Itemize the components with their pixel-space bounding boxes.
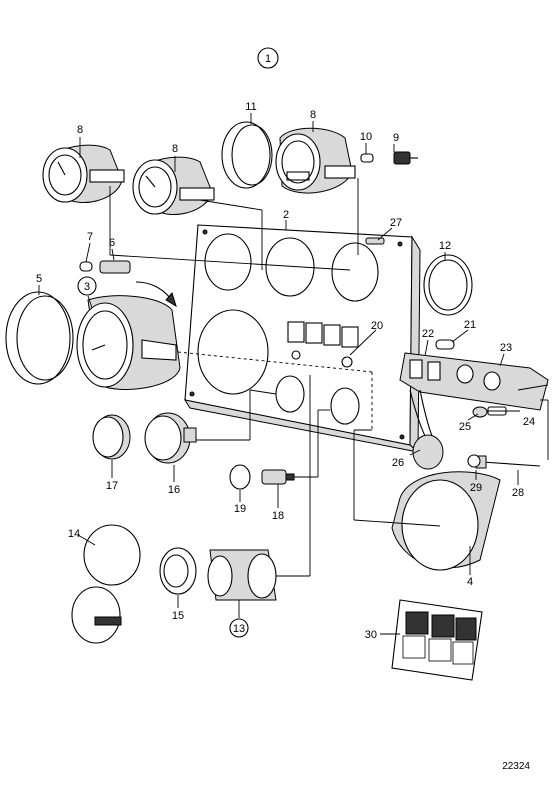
callout-16: 16 [168, 484, 180, 496]
bulb-top [360, 153, 374, 163]
bulb-left [79, 261, 93, 272]
callout-6: 6 [109, 237, 115, 249]
push-switch [261, 469, 295, 485]
long-bolt [475, 455, 541, 469]
callout-23: 23 [500, 342, 512, 354]
callout-14: 14 [68, 528, 80, 540]
bulb-socket-top [393, 151, 418, 165]
gauge-center-left [132, 156, 215, 215]
callout-17: 17 [106, 480, 118, 492]
buzzer [144, 412, 197, 464]
callout-8-right: 8 [310, 109, 316, 121]
callout-11: 11 [245, 101, 256, 113]
callout-2: 2 [283, 209, 289, 221]
callout-25: 25 [459, 421, 471, 433]
gauge-center-right [275, 127, 356, 194]
callout-30: 30 [365, 629, 377, 641]
callout-12: 12 [439, 240, 451, 252]
callout-29: 29 [470, 482, 482, 494]
callout-8-center: 8 [172, 143, 178, 155]
callout-5: 5 [36, 273, 42, 285]
leader-lines [38, 113, 549, 635]
lamp [435, 339, 455, 350]
assembly-arrow [135, 281, 171, 299]
callout-27: 27 [390, 217, 402, 229]
screw-top [365, 237, 385, 245]
callout-labels: 8 8 8 11 10 9 2 27 12 7 6 5 3 20 21 22 2… [36, 101, 535, 641]
callout-13-circle [229, 618, 249, 638]
bezel-ring-large [5, 291, 74, 385]
callout-20: 20 [371, 320, 383, 332]
callout-21: 21 [464, 319, 476, 331]
connector [409, 389, 444, 470]
ignition-switch [207, 549, 277, 601]
bulb-socket-left [99, 260, 131, 274]
callout-4: 4 [467, 576, 473, 588]
decal-sign [391, 599, 483, 681]
ring-right [423, 254, 473, 316]
callout-26: 26 [392, 457, 404, 469]
reference-number: 22324 [502, 761, 530, 772]
knob [229, 464, 251, 490]
callout-3: 3 [84, 281, 90, 293]
instrument-panel [183, 224, 421, 454]
key-switch-cover [71, 524, 141, 644]
callout-24: 24 [523, 416, 535, 428]
callout-7: 7 [87, 231, 93, 243]
callout-15: 15 [172, 610, 184, 622]
tachometer [76, 295, 181, 391]
washer-lower [467, 454, 481, 468]
callout-18: 18 [272, 510, 284, 522]
panel-cover [391, 471, 501, 571]
callout-8-left: 8 [77, 124, 83, 136]
cover-cap [92, 414, 131, 460]
assembly-arrow-head [165, 291, 177, 308]
gauge-left [42, 144, 125, 203]
switch-module [399, 352, 549, 411]
callout-9: 9 [393, 132, 399, 144]
bezel-ring-top [221, 121, 273, 189]
callout-13: 13 [233, 623, 245, 635]
lock-nut [159, 547, 197, 595]
callout-3-circle [77, 276, 97, 296]
callout-28: 28 [512, 487, 524, 499]
sheet-number-label: 1 [265, 53, 271, 65]
sheet-number-badge: 1 [257, 47, 279, 69]
callout-19: 19 [234, 503, 246, 515]
callout-22: 22 [422, 328, 434, 340]
callout-10: 10 [360, 131, 372, 143]
